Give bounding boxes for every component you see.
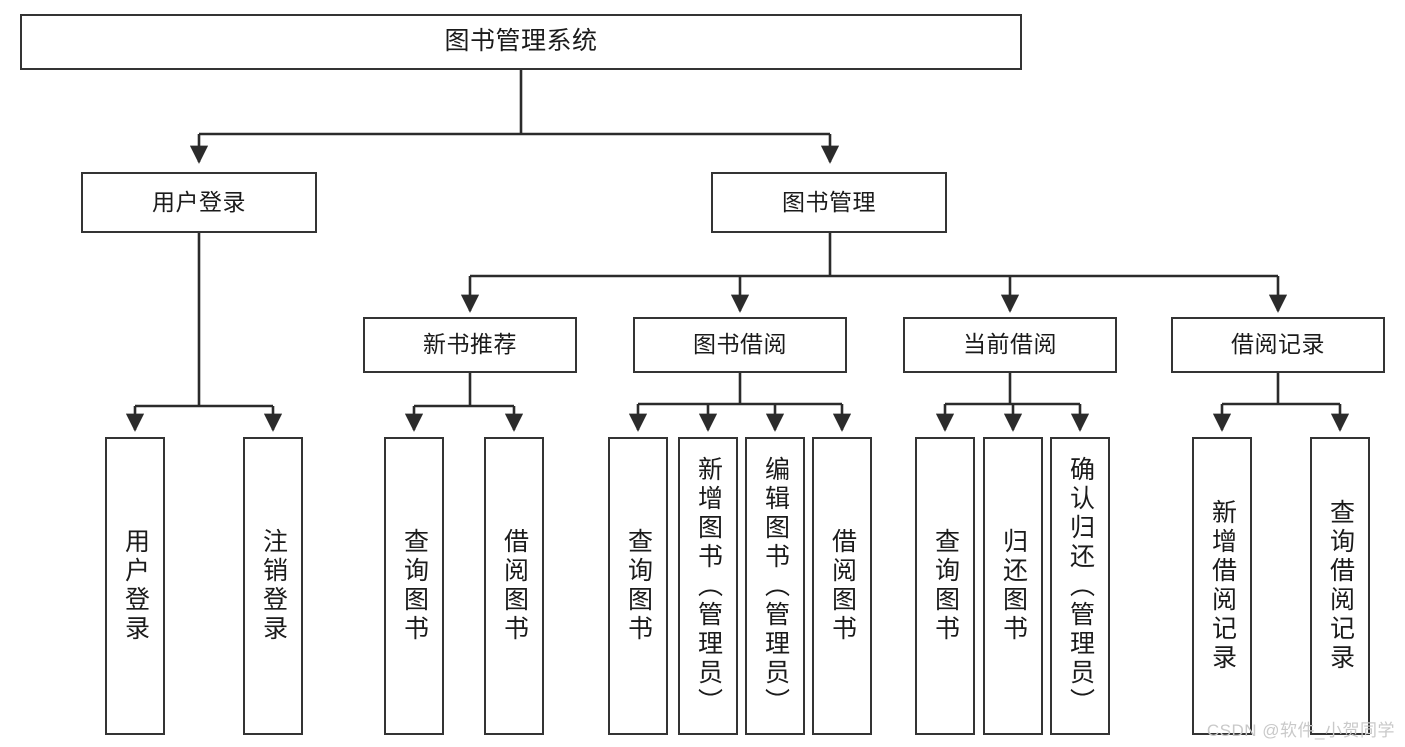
node-label: 新增借阅记录 <box>1208 499 1237 673</box>
leaf-add-book-admin[interactable]: 新增图书（管理员） <box>678 437 738 735</box>
node-book-borrow[interactable]: 图书借阅 <box>633 317 847 373</box>
node-label: 用户登录 <box>152 188 246 215</box>
node-label: 当前借阅 <box>963 331 1057 358</box>
leaf-logout-login[interactable]: 注销登录 <box>243 437 303 735</box>
node-label: 确认归还（管理员） <box>1066 455 1095 717</box>
node-label: 注销登录 <box>259 528 288 644</box>
node-label: 查询图书 <box>624 528 653 644</box>
node-label: 查询图书 <box>400 528 429 644</box>
leaf-edit-book-admin[interactable]: 编辑图书（管理员） <box>745 437 805 735</box>
node-label: 新书推荐 <box>423 331 517 358</box>
csdn-watermark: CSDN @软件_小贺同学 <box>1206 721 1395 740</box>
node-label: 查询图书 <box>931 528 960 644</box>
node-label: 图书借阅 <box>693 331 787 358</box>
leaf-add-borrow-record[interactable]: 新增借阅记录 <box>1192 437 1252 735</box>
node-borrow-record[interactable]: 借阅记录 <box>1171 317 1385 373</box>
node-label: 查询借阅记录 <box>1326 499 1355 673</box>
node-label: 用户登录 <box>121 528 150 644</box>
leaf-query-borrow-record[interactable]: 查询借阅记录 <box>1310 437 1370 735</box>
node-user-login[interactable]: 用户登录 <box>81 172 317 233</box>
node-current-borrow[interactable]: 当前借阅 <box>903 317 1117 373</box>
node-label: 借阅图书 <box>500 528 529 644</box>
leaf-return-book[interactable]: 归还图书 <box>983 437 1043 735</box>
node-label: 归还图书 <box>999 528 1028 644</box>
leaf-query-book-current[interactable]: 查询图书 <box>915 437 975 735</box>
node-label: 图书管理系统 <box>444 27 598 56</box>
node-book-management[interactable]: 图书管理 <box>711 172 947 233</box>
node-root-book-management-system[interactable]: 图书管理系统 <box>20 14 1022 70</box>
leaf-user-login[interactable]: 用户登录 <box>105 437 165 735</box>
leaf-query-book-recommend[interactable]: 查询图书 <box>384 437 444 735</box>
node-label: 新增图书（管理员） <box>694 455 723 717</box>
node-label: 图书管理 <box>782 188 876 215</box>
node-label: 借阅图书 <box>828 528 857 644</box>
leaf-confirm-return-admin[interactable]: 确认归还（管理员） <box>1050 437 1110 735</box>
node-new-book-recommend[interactable]: 新书推荐 <box>363 317 577 373</box>
node-label: 借阅记录 <box>1231 331 1325 358</box>
leaf-borrow-book-recommend[interactable]: 借阅图书 <box>484 437 544 735</box>
leaf-borrow-book[interactable]: 借阅图书 <box>812 437 872 735</box>
node-label: 编辑图书（管理员） <box>761 455 790 717</box>
leaf-query-book-borrow[interactable]: 查询图书 <box>608 437 668 735</box>
